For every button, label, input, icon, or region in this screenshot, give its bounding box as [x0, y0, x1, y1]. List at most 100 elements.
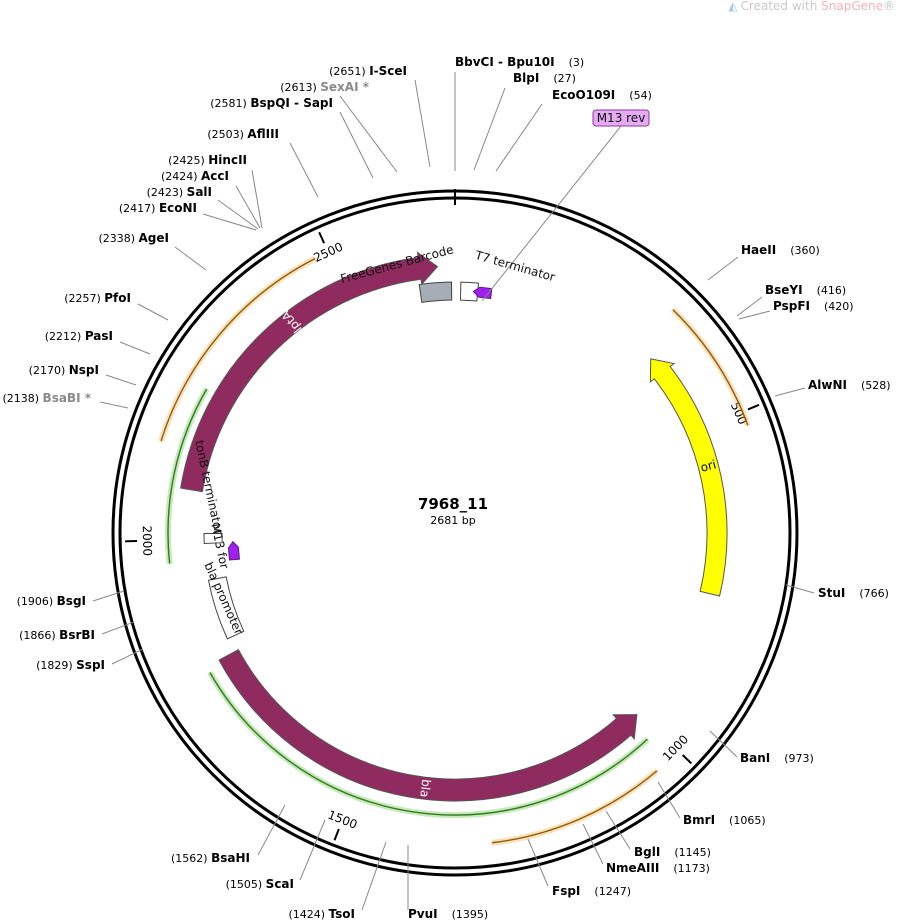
site-name: BsaBI *	[43, 391, 92, 405]
site-position: (27)	[553, 72, 576, 85]
site-position: (2417)	[119, 202, 159, 215]
site-leader-line	[101, 621, 135, 635]
site-label: StuI(766)	[818, 586, 889, 600]
marker-arcs	[158, 255, 751, 846]
site-position: (1145)	[674, 846, 711, 859]
site-name: TsoI	[329, 907, 355, 921]
tick-mark	[681, 754, 692, 765]
site-leader-line	[785, 584, 815, 594]
site-leader-line	[774, 387, 806, 397]
site-position: (2170)	[29, 364, 69, 377]
backbone-ring	[111, 189, 799, 877]
site-position: (2424)	[161, 170, 201, 183]
feature-bla-promoter-box	[207, 576, 245, 640]
site-position: (360)	[790, 244, 820, 257]
site-label: NmeAIII (1173)	[606, 861, 710, 875]
site-label: (2338) AgeI	[98, 231, 169, 245]
site-leader-line	[339, 95, 398, 173]
site-leader-line	[495, 103, 543, 172]
site-leader-line	[709, 730, 738, 758]
site-name: NspI	[69, 363, 99, 377]
site-name: BsaHI	[211, 851, 250, 865]
site-label: (2581) BspQI - SapI	[210, 96, 333, 110]
site-name: BseYI	[765, 283, 803, 297]
site-label: (2417) EcoNI	[119, 201, 197, 215]
site-name: BlpI	[513, 71, 539, 85]
site-label: FspI(1247)	[552, 884, 631, 898]
site-name: AgeI	[139, 231, 169, 245]
site-label: BglI (1145)	[634, 845, 711, 859]
site-position: (973)	[784, 752, 814, 765]
site-position: (1866)	[19, 629, 59, 642]
site-position: (2651)	[329, 65, 369, 78]
site-leader-line	[251, 169, 263, 229]
orange-arc	[160, 257, 316, 442]
site-name: BmrI	[683, 813, 715, 827]
site-label: BanI(973)	[740, 751, 814, 765]
site-position: (2338)	[98, 232, 138, 245]
site-leader-line	[217, 199, 259, 230]
m13-rev-leader	[481, 125, 622, 301]
site-leader-line	[137, 303, 169, 321]
site-name: SexAI *	[320, 80, 369, 94]
site-name: BbvCI - Bpu10I	[455, 55, 555, 69]
site-label: HaeII(360)	[741, 243, 820, 257]
site-label: (2651) I-SceI	[329, 64, 407, 78]
plasmid-name: 7968_11	[418, 495, 488, 513]
site-position: (2613)	[280, 81, 320, 94]
site-label: (1866) BsrBI	[19, 628, 95, 642]
site-name: BsgI	[57, 594, 86, 608]
watermark-brand: SnapGene	[821, 0, 883, 13]
tick-label: 2000	[140, 525, 155, 556]
site-leader-line	[99, 401, 129, 409]
site-leader-line	[235, 185, 261, 229]
site-position: (416)	[817, 284, 847, 297]
site-leader-line	[299, 819, 326, 881]
site-label: (2170) NspI	[29, 363, 99, 377]
site-name: EcoNI	[159, 201, 197, 215]
primer-m13-rev-arrow	[472, 286, 493, 300]
site-label: (2503) AflIII	[207, 127, 279, 141]
site-label: AlwNI (528)	[808, 378, 891, 392]
snapgene-logo-icon: ◭	[728, 0, 738, 13]
site-position: (1906)	[17, 595, 57, 608]
site-position: (1173)	[673, 862, 710, 875]
feature-bla-arrow	[218, 648, 638, 802]
site-position: (2257)	[64, 292, 104, 305]
site-leader-line	[202, 213, 257, 231]
site-leader-line	[174, 246, 207, 271]
site-name: PfoI	[104, 291, 131, 305]
site-position: (528)	[861, 379, 891, 392]
site-label: (1562) BsaHI	[171, 851, 250, 865]
site-label: (2138) BsaBI *	[2, 391, 91, 405]
feature-t7-terminator-box	[459, 281, 480, 302]
site-name: NmeAIII	[606, 861, 659, 875]
site-name: AflIII	[247, 127, 279, 141]
site-position: (3)	[569, 56, 585, 69]
site-position: (420)	[824, 300, 854, 313]
site-label: PvuI(1395)	[408, 907, 488, 921]
site-leader-line	[92, 590, 125, 602]
green-arc	[167, 388, 208, 564]
m13-rev-label: M13 rev	[597, 111, 646, 125]
site-position: (2423)	[147, 186, 187, 199]
site-leader-line	[339, 111, 374, 179]
orange-arc	[672, 309, 749, 426]
site-position: (2581)	[210, 97, 250, 110]
site-name: AlwNI	[808, 378, 847, 392]
watermark-suffix: ®	[883, 0, 895, 13]
site-label: (2425) HincII	[168, 153, 247, 167]
site-leader-line	[111, 648, 144, 665]
site-position: (54)	[629, 89, 652, 102]
snapgene-watermark: ◭Created with SnapGene®	[728, 0, 895, 13]
site-leader-line	[414, 79, 431, 168]
site-name: SspI	[76, 658, 105, 672]
site-name: BglI	[634, 845, 660, 859]
feature-ori-label: ori	[699, 457, 718, 475]
site-name: BsrBI	[59, 628, 95, 642]
site-name: PspFI	[773, 299, 810, 313]
site-label: (1505) ScaI	[226, 877, 294, 891]
site-label: (1906) BsgI	[17, 594, 86, 608]
site-leader-line	[289, 142, 319, 198]
orange-arc-glow	[158, 255, 317, 443]
